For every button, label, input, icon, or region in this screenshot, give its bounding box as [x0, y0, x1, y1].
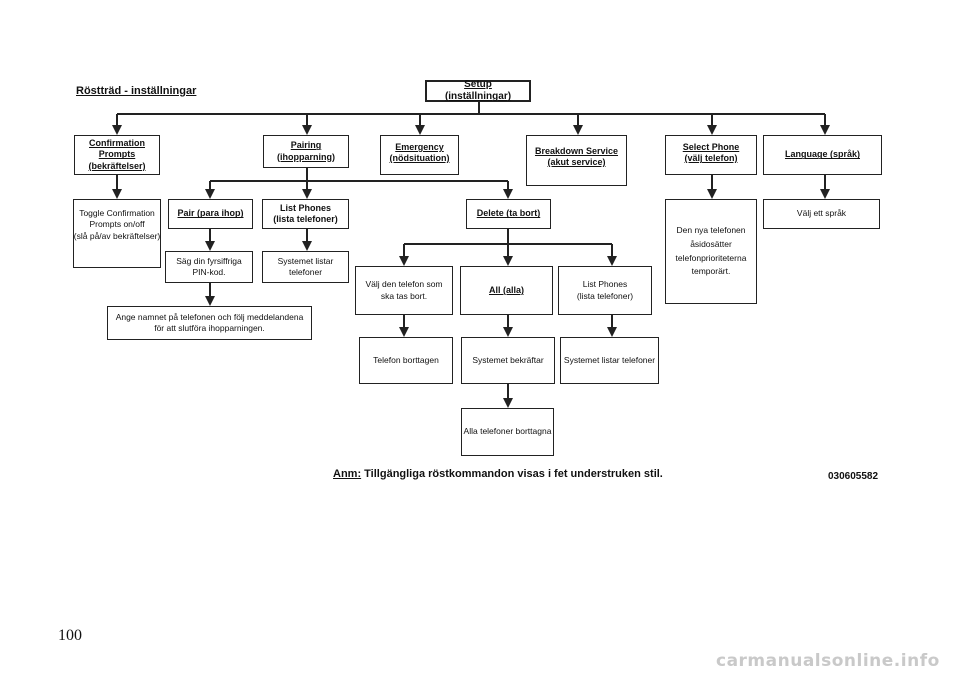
choose-language-label: Välj ett språk — [796, 208, 847, 219]
language-node: Language (språk) — [763, 135, 882, 175]
delete-list-line1: List Phones — [582, 279, 628, 290]
select-phone-node: Select Phone (välj telefon) — [665, 135, 757, 175]
system-lists-delete-label: Systemet listar telefoner — [563, 354, 656, 365]
override-line2: åsidosätter — [690, 238, 732, 249]
confirmation-line3: (bekräftelser) — [88, 160, 146, 171]
footnote-prefix: Anm: — [333, 468, 362, 480]
pairing-line1: Pairing — [290, 140, 322, 151]
override-line1: Den nya telefonen — [676, 225, 746, 236]
footnote-text: Tillgängliga röstkommandon visas i fet u… — [361, 468, 663, 480]
emergency-line1: Emergency — [395, 142, 444, 152]
all-phones-deleted-node: Alla telefoner borttagna — [461, 408, 554, 456]
breakdown-line2: (akut service) — [547, 157, 606, 168]
system-confirms-label: Systemet bekräftar — [472, 354, 544, 365]
pairing-node: Pairing (ihopparning) — [263, 135, 349, 168]
delete-list-phones-node: List Phones (lista telefoner) — [558, 266, 652, 315]
pin-code-node: Säg din fyrsiffriga PIN-kod. — [165, 251, 253, 283]
all-node: All (alla) — [460, 266, 553, 315]
phone-deleted-label: Telefon borttagen — [373, 354, 439, 365]
toggle-line3: (slå på/av bekräftelser) — [73, 230, 161, 241]
enter-phone-name-node: Ange namnet på telefonen och följ meddel… — [107, 306, 312, 340]
pin-line2: PIN-kod. — [192, 267, 226, 277]
all-label: All (alla) — [488, 284, 524, 295]
choose-line1: Välj den telefon som — [365, 279, 443, 290]
system-lists-phones-node: Systemet listar telefoner — [262, 251, 349, 283]
breakdown-service-node: Breakdown Service (akut service) — [526, 135, 627, 186]
override-line3: telefonprioriteterna — [675, 252, 747, 263]
breakdown-line1: Breakdown Service — [534, 146, 619, 156]
list-phones-node: List Phones (lista telefoner) — [262, 199, 349, 229]
emergency-node: Emergency (nödsituation) — [380, 135, 459, 175]
confirmation-line1: Confirmation — [89, 138, 145, 149]
delete-list-line2: (lista telefoner) — [576, 290, 634, 301]
emergency-line2: (nödsituation) — [389, 153, 450, 164]
all-deleted-label: Alla telefoner borttagna — [463, 426, 552, 437]
system-confirms-node: Systemet bekräftar — [461, 337, 555, 384]
toggle-line1: Toggle Confirmation — [79, 208, 155, 218]
pair-label: Pair (para ihop) — [177, 208, 244, 219]
setup-node: Setup (inställningar) — [425, 78, 531, 103]
select-phone-line2: (välj telefon) — [684, 153, 738, 164]
confirmation-line2: Prompts — [98, 149, 136, 160]
confirmation-prompts-node: Confirmation Prompts (bekräftelser) — [74, 135, 160, 175]
figure-code: 030605582 — [828, 471, 879, 482]
enter-name-line1: Ange namnet på telefonen och följ meddel… — [115, 311, 304, 322]
toggle-line2: Prompts on/off — [89, 219, 145, 230]
delete-node: Delete (ta bort) — [466, 199, 551, 229]
footnote: Anm: Tillgängliga röstkommandon visas i … — [333, 468, 663, 480]
choose-phone-node: Välj den telefon som ska tas bort. — [355, 266, 453, 315]
list-phones-line2: (lista telefoner) — [273, 214, 338, 224]
language-label: Language (språk) — [784, 149, 860, 160]
watermark: carmanualsonline.info — [716, 651, 940, 671]
diagram-heading: Röstträd - inställningar — [76, 85, 197, 97]
new-phone-overrides-node: Den nya telefonen åsidosätter telefonpri… — [665, 199, 757, 304]
enter-name-line2: för att slutföra ihopparningen. — [154, 323, 265, 333]
toggle-confirmation-node: Toggle Confirmation Prompts on/off (slå … — [73, 199, 161, 268]
page-number: 100 — [58, 627, 82, 644]
choose-language-node: Välj ett språk — [763, 199, 880, 229]
pairing-line2: (ihopparning) — [277, 151, 335, 162]
system-lists-phones-delete-node: Systemet listar telefoner — [560, 337, 659, 384]
override-line4: temporärt. — [691, 266, 731, 277]
pair-node: Pair (para ihop) — [168, 199, 253, 229]
setup-label: Setup (inställningar) — [444, 78, 512, 103]
pin-line1: Säg din fyrsiffriga — [176, 255, 242, 266]
system-lists-line2: telefoner — [288, 267, 323, 277]
choose-line2: ska tas bort. — [380, 290, 428, 301]
system-lists-line1: Systemet listar — [277, 255, 334, 266]
phone-deleted-node: Telefon borttagen — [359, 337, 453, 384]
list-phones-line1: List Phones — [279, 202, 331, 213]
delete-label: Delete (ta bort) — [476, 208, 541, 219]
select-phone-line1: Select Phone — [682, 142, 740, 152]
